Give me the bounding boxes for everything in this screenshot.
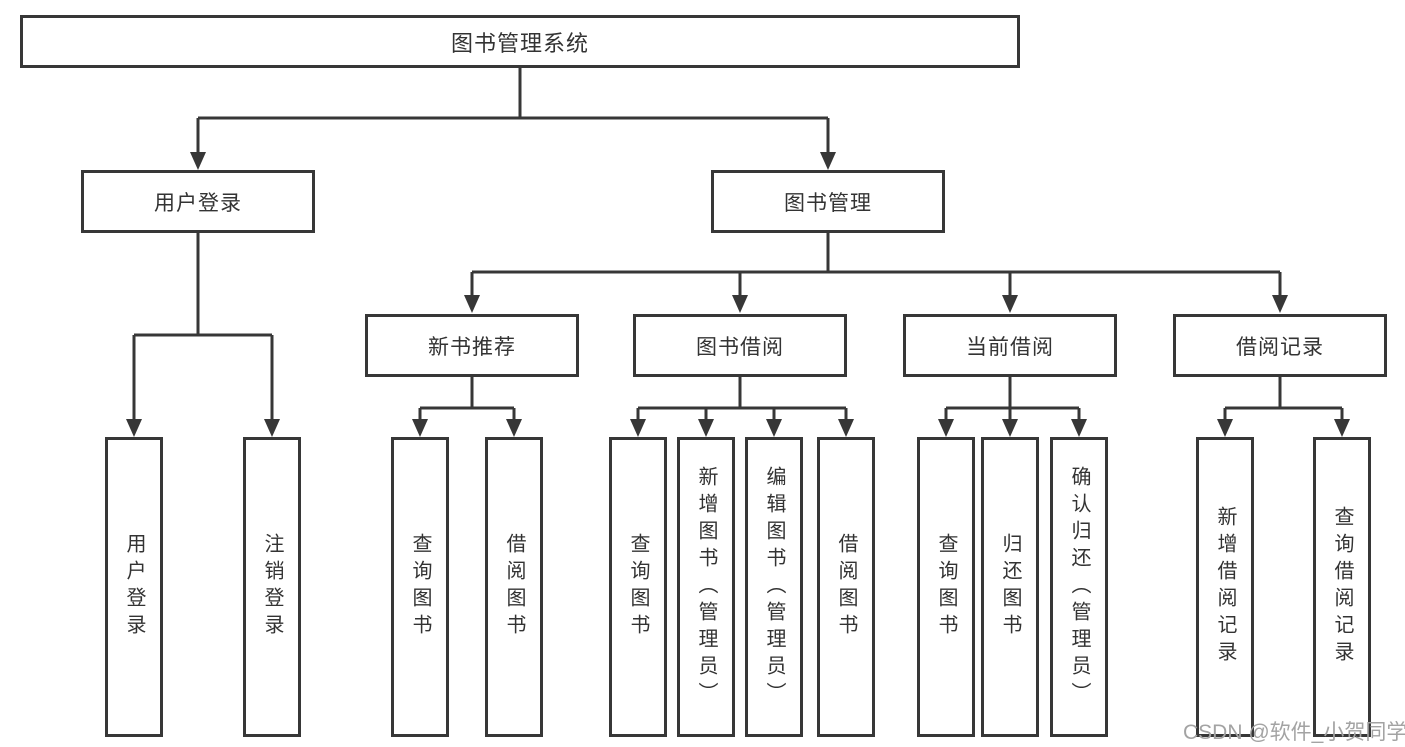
- node-label: 当前借阅: [966, 335, 1054, 359]
- connector-arrow: [190, 152, 836, 170]
- leaf-add-books-admin: 新增图书（管理员）: [677, 437, 735, 737]
- leaf-label: 借阅图书: [835, 533, 857, 641]
- connector-line: [470, 233, 1282, 295]
- leaf-label: 新增图书（管理员）: [695, 465, 717, 709]
- connector-arrow: [464, 295, 1288, 313]
- connector-line: [944, 377, 1081, 419]
- node-label: 用户登录: [154, 191, 242, 215]
- leaf-user-login: 用户登录: [105, 437, 163, 737]
- leaf-return-books: 归还图书: [981, 437, 1039, 737]
- leaf-query-borrow-record: 查询借阅记录: [1313, 437, 1371, 737]
- leaf-query-books-borrow: 查询图书: [609, 437, 667, 737]
- leaf-label: 注销登录: [261, 533, 283, 641]
- leaf-query-books-current: 查询图书: [917, 437, 975, 737]
- leaf-label: 查询图书: [935, 533, 957, 641]
- leaf-label: 查询借阅记录: [1331, 506, 1353, 668]
- connector-line: [132, 233, 274, 419]
- node-current-borrow: 当前借阅: [903, 314, 1117, 377]
- connector-arrow: [1217, 419, 1350, 437]
- leaf-label: 借阅图书: [503, 533, 525, 641]
- node-label: 借阅记录: [1236, 335, 1324, 359]
- connector-line: [418, 377, 516, 419]
- leaf-edit-books-admin: 编辑图书（管理员）: [745, 437, 803, 737]
- leaf-label: 用户登录: [123, 533, 145, 641]
- node-label: 图书借阅: [696, 335, 784, 359]
- leaf-confirm-return-admin: 确认归还（管理员）: [1050, 437, 1108, 737]
- csdn-watermark: CSDN @软件_小贺同学: [1183, 721, 1405, 744]
- node-borrow-records: 借阅记录: [1173, 314, 1387, 377]
- leaf-label: 编辑图书（管理员）: [763, 465, 785, 709]
- connector-arrow: [126, 419, 280, 437]
- node-root-system: 图书管理系统: [20, 15, 1020, 68]
- node-label: 图书管理: [784, 191, 872, 215]
- node-book-borrow: 图书借阅: [633, 314, 847, 377]
- node-label: 新书推荐: [428, 335, 516, 359]
- leaf-query-books-recommend: 查询图书: [391, 437, 449, 737]
- leaf-label: 确认归还（管理员）: [1068, 465, 1090, 709]
- connector-line: [1223, 377, 1344, 419]
- leaf-logout: 注销登录: [243, 437, 301, 737]
- node-book-management: 图书管理: [711, 170, 945, 233]
- leaf-borrow-books: 借阅图书: [817, 437, 875, 737]
- leaf-label: 新增借阅记录: [1214, 506, 1236, 668]
- leaf-label: 查询图书: [627, 533, 649, 641]
- node-user-login: 用户登录: [81, 170, 315, 233]
- connector-arrow: [412, 419, 522, 437]
- leaf-label: 查询图书: [409, 533, 431, 641]
- connector-line: [196, 68, 830, 152]
- connector-arrow: [630, 419, 854, 437]
- leaf-add-borrow-record: 新增借阅记录: [1196, 437, 1254, 737]
- connector-arrow: [938, 419, 1087, 437]
- node-label: 图书管理系统: [450, 30, 589, 56]
- connector-line: [636, 377, 848, 419]
- node-new-book-recommend: 新书推荐: [365, 314, 579, 377]
- leaf-label: 归还图书: [999, 533, 1021, 641]
- leaf-borrow-books-recommend: 借阅图书: [485, 437, 543, 737]
